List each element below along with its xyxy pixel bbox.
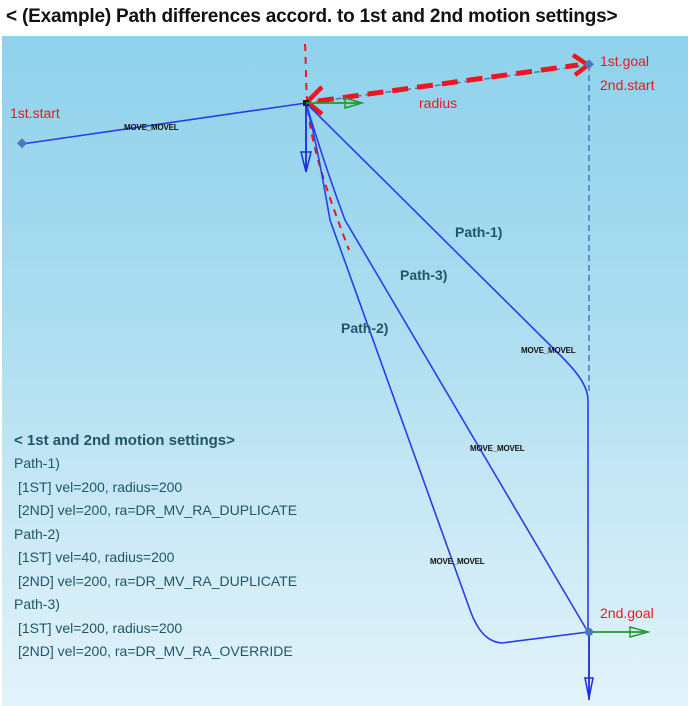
path-3-curve — [305, 102, 589, 633]
settings-second-motion: [2ND] vel=200, ra=DR_MV_RA_DUPLICATE — [18, 502, 298, 518]
settings-first-motion: [1ST] vel=200, radius=200 — [18, 619, 183, 636]
settings-first-motion: [1ST] vel=200, radius=200 — [18, 478, 183, 495]
label-2nd-goal: 2nd.goal — [600, 605, 654, 621]
label-radius: radius — [419, 95, 458, 111]
goal2-waypoint-icon — [585, 628, 593, 636]
radius-arc — [304, 43, 350, 251]
label-path-1: Path-1) — [455, 224, 503, 240]
motion-settings-legend: < 1st and 2nd motion settings> Path-1) [… — [14, 430, 297, 664]
settings-path-name: Path-1) — [14, 455, 60, 471]
settings-path-name: Path-2) — [14, 525, 60, 542]
page-title: < (Example) Path differences accord. to … — [6, 6, 618, 27]
path-1-curve — [305, 102, 589, 632]
via-x-arrow-icon — [344, 96, 365, 110]
via-z-arrow-icon — [300, 151, 312, 173]
diagram-panel — [2, 36, 688, 706]
settings-path-name: Path-3) — [14, 596, 60, 612]
settings-second-motion: [2ND] vel=200, ra=DR_MV_RA_DUPLICATE — [18, 572, 298, 589]
command-label-path1: MOVE_MOVEL — [521, 346, 576, 355]
label-2nd-start: 2nd.start — [600, 77, 655, 93]
path-2-curve — [305, 102, 589, 644]
goal2-x-arrow-icon — [629, 626, 651, 638]
label-1st-start: 1st.start — [10, 105, 60, 121]
settings-heading: < 1st and 2nd motion settings> — [14, 432, 235, 449]
segment-1st-start — [21, 102, 307, 145]
command-label-path2: MOVE_MOVEL — [430, 557, 485, 566]
radius-arrow-line — [317, 62, 579, 104]
command-label-path3: MOVE_MOVEL — [470, 444, 525, 453]
settings-second-motion: [2ND] vel=200, ra=DR_MV_RA_OVERRIDE — [18, 643, 293, 659]
label-path-2: Path-2) — [341, 320, 389, 336]
start-waypoint-icon — [17, 138, 27, 149]
label-path-3: Path-3) — [400, 267, 448, 283]
command-label-seg1: MOVE_MOVEL — [124, 123, 179, 132]
label-1st-goal: 1st.goal — [600, 53, 650, 69]
settings-first-motion: [1ST] vel=40, radius=200 — [18, 549, 175, 565]
goal2-z-arrow-icon — [584, 677, 594, 699]
goal1-waypoint-icon — [584, 59, 594, 70]
